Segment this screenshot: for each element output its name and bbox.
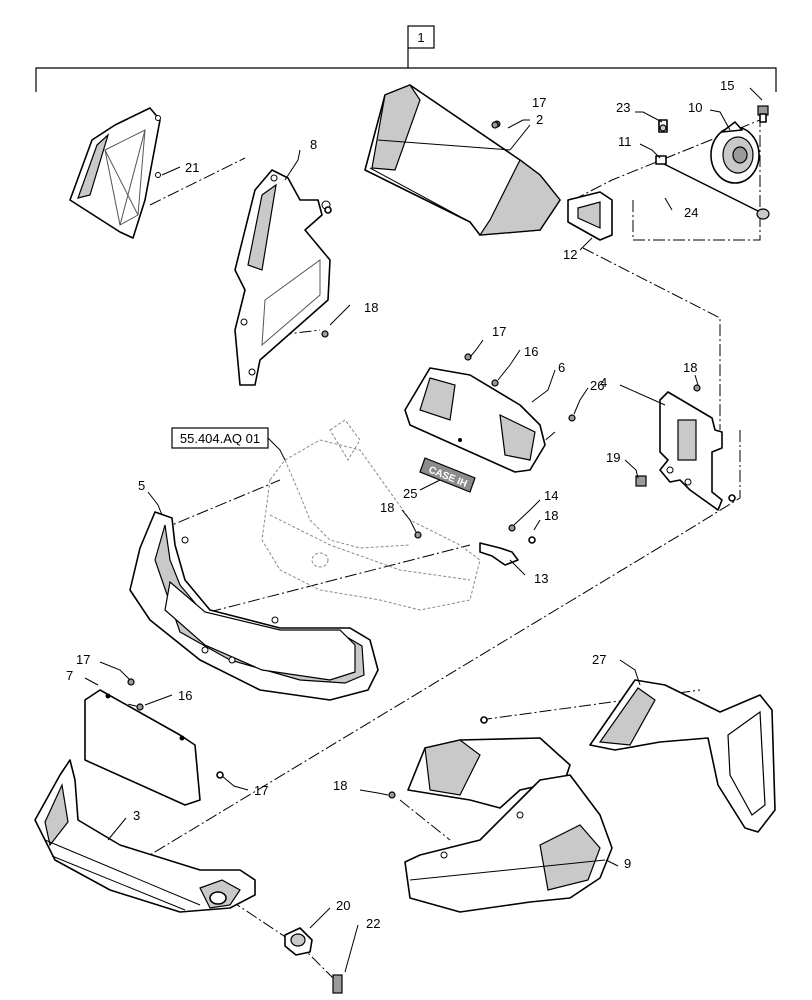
hardware (127, 121, 736, 799)
callout-17[interactable]: 17 (532, 95, 546, 110)
part-10-horn (710, 121, 760, 184)
callout-20[interactable]: 23 (616, 100, 630, 115)
part-2-light-housing (364, 84, 561, 236)
callout-12[interactable]: 12 (563, 247, 577, 262)
part-11-rod (655, 155, 770, 220)
callout-18[interactable]: 18 (364, 300, 378, 315)
part-26-side-grille (69, 107, 161, 239)
callout-23[interactable]: 26 (590, 378, 604, 393)
callout-4[interactable]: 4 (600, 375, 607, 390)
part-7-lower-panel (84, 689, 201, 806)
callout-15[interactable]: 15 (720, 78, 734, 93)
callout-9[interactable]: 9 (624, 856, 631, 871)
callout-27[interactable]: 27 (592, 652, 606, 667)
part-6-center-panel (404, 367, 546, 473)
callout-26[interactable]: 21 (185, 160, 199, 175)
callout-24[interactable]: 20 (336, 898, 350, 913)
callout-21[interactable]: 24 (684, 205, 698, 220)
part-15-bolt (757, 105, 769, 123)
callout-17[interactable]: 17 (254, 783, 268, 798)
callout-22[interactable]: 25 (403, 486, 417, 501)
callout-13[interactable]: 13 (534, 571, 548, 586)
callout-leaders (84, 87, 763, 973)
part-24-grommet (284, 927, 313, 956)
reference-ghost-assembly (261, 419, 481, 611)
callout-18[interactable]: 18 (333, 778, 347, 793)
callout-8[interactable]: 8 (310, 137, 317, 152)
callout-17[interactable]: 17 (76, 652, 90, 667)
part-9-fender (404, 737, 613, 913)
assembly-label: 1 (417, 30, 424, 45)
callout-18[interactable]: 18 (544, 508, 558, 523)
callout-5[interactable]: 5 (138, 478, 145, 493)
callout-6[interactable]: 6 (558, 360, 565, 375)
part-13-clip (479, 542, 519, 566)
callout-25[interactable]: 22 (366, 916, 380, 931)
reference-label: 55.404.AQ 01 (180, 431, 260, 446)
part-27-side-panel (589, 679, 776, 833)
callout-10[interactable]: 10 (688, 100, 702, 115)
callout-19[interactable]: 19 (606, 450, 620, 465)
part-3-lower-bumper (34, 759, 256, 913)
part-8-side-bracket (234, 169, 331, 386)
callout-16[interactable]: 16 (524, 344, 538, 359)
callout-16[interactable]: 16 (178, 688, 192, 703)
callout-17[interactable]: 17 (492, 324, 506, 339)
part-20-bolt (658, 119, 668, 133)
part-25-screw (332, 974, 343, 994)
part-22-logo-badge: CASE IH (419, 457, 476, 493)
callout-7[interactable]: 7 (66, 668, 73, 683)
callout-2[interactable]: 2 (536, 112, 543, 127)
part-12-block (567, 191, 613, 241)
callout-18[interactable]: 18 (380, 500, 394, 515)
callout-18[interactable]: 18 (683, 360, 697, 375)
part-4-mounting-plate (659, 391, 723, 511)
callouts: 21 8 17 2 23 10 15 11 24 12 18 17 16 6 2… (66, 78, 734, 931)
callout-14[interactable]: 14 (544, 488, 558, 503)
assembly-bracket: 1 (35, 25, 777, 92)
callout-3[interactable]: 3 (133, 808, 140, 823)
callout-11[interactable]: 11 (618, 134, 632, 149)
part-5-bumper-surround (129, 511, 379, 701)
reference-box[interactable]: 55.404.AQ 01 (171, 427, 286, 461)
